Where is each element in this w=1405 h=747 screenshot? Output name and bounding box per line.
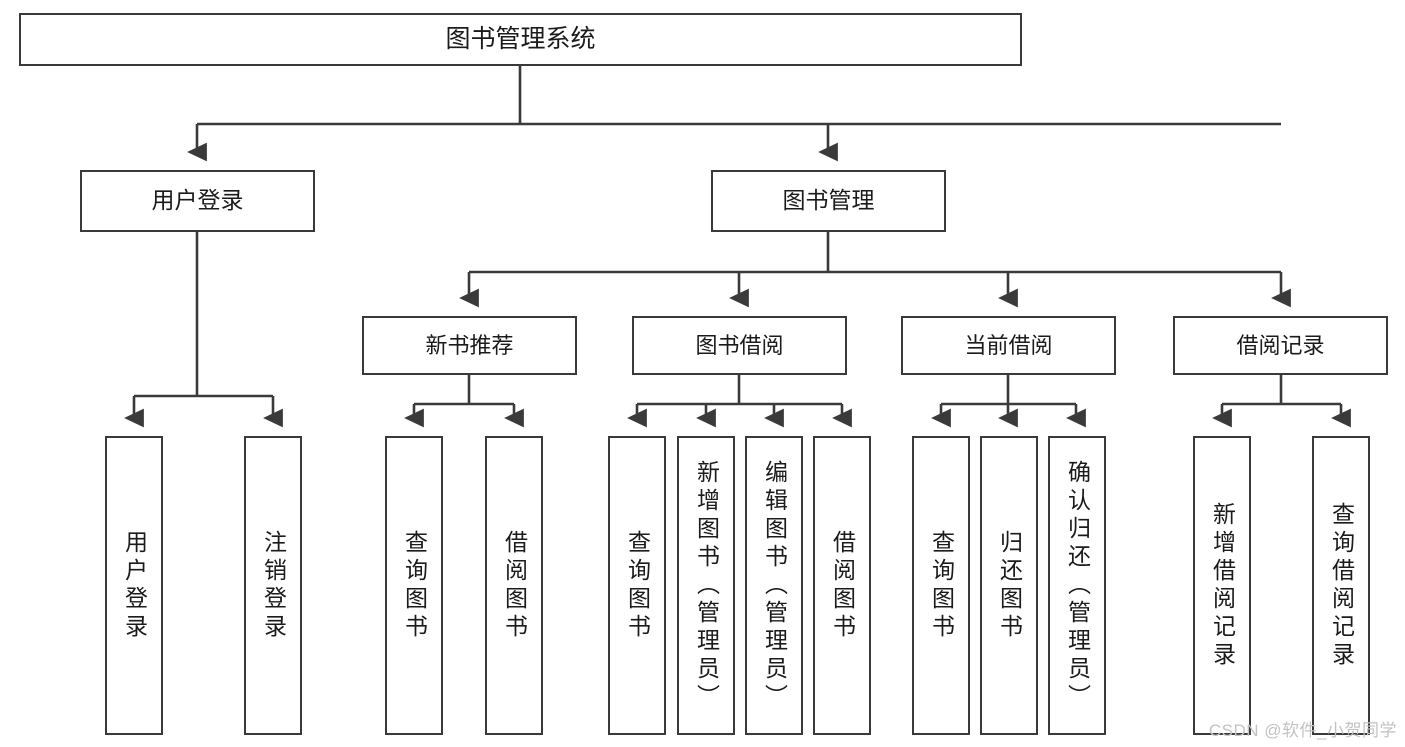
- node-label: 确认归还（管理员）: [1064, 459, 1091, 712]
- node-new-book-recommend[interactable]: 新书推荐: [362, 316, 577, 375]
- leaf-user-login[interactable]: 用户登录: [105, 436, 163, 735]
- node-label: 图书借阅: [695, 332, 784, 358]
- leaf-borrow-book-new[interactable]: 借阅图书: [485, 436, 543, 735]
- node-borrow-record[interactable]: 借阅记录: [1173, 316, 1388, 375]
- node-label: 新增借阅记录: [1209, 501, 1236, 670]
- node-label: 当前借阅: [964, 332, 1053, 358]
- node-label: 借阅记录: [1236, 332, 1325, 358]
- node-label: 新书推荐: [425, 332, 514, 358]
- node-book-borrow[interactable]: 图书借阅: [632, 316, 847, 375]
- leaf-borrow-book[interactable]: 借阅图书: [813, 436, 871, 735]
- node-label: 新增图书（管理员）: [693, 459, 720, 712]
- node-label: 查询借阅记录: [1328, 501, 1355, 670]
- node-label: 编辑图书（管理员）: [761, 459, 788, 712]
- leaf-logout[interactable]: 注销登录: [244, 436, 302, 735]
- node-label: 用户登录: [121, 529, 148, 642]
- node-book-management[interactable]: 图书管理: [711, 170, 946, 232]
- node-label: 查询图书: [928, 529, 955, 642]
- leaf-query-book-current[interactable]: 查询图书: [912, 436, 970, 735]
- node-label: 注销登录: [260, 529, 287, 642]
- node-label: 图书管理系统: [445, 24, 596, 53]
- node-root-system[interactable]: 图书管理系统: [19, 13, 1022, 66]
- leaf-query-book-new[interactable]: 查询图书: [385, 436, 443, 735]
- node-label: 归还图书: [996, 529, 1023, 642]
- node-label: 查询图书: [401, 529, 428, 642]
- leaf-add-book-admin[interactable]: 新增图书（管理员）: [677, 436, 735, 735]
- node-label: 借阅图书: [501, 529, 528, 642]
- leaf-query-borrow-record[interactable]: 查询借阅记录: [1312, 436, 1370, 735]
- leaf-query-book-borrow[interactable]: 查询图书: [608, 436, 666, 735]
- watermark-text: CSDN @软件_小贺同学: [1208, 721, 1397, 740]
- leaf-return-book[interactable]: 归还图书: [980, 436, 1038, 735]
- node-label: 用户登录: [151, 187, 244, 214]
- node-label: 图书管理: [782, 187, 875, 214]
- node-label: 查询图书: [624, 529, 651, 642]
- node-current-borrow[interactable]: 当前借阅: [901, 316, 1116, 375]
- node-label: 借阅图书: [829, 529, 856, 642]
- leaf-add-borrow-record[interactable]: 新增借阅记录: [1193, 436, 1251, 735]
- leaf-edit-book-admin[interactable]: 编辑图书（管理员）: [745, 436, 803, 735]
- leaf-confirm-return-admin[interactable]: 确认归还（管理员）: [1048, 436, 1106, 735]
- node-user-login[interactable]: 用户登录: [80, 170, 315, 232]
